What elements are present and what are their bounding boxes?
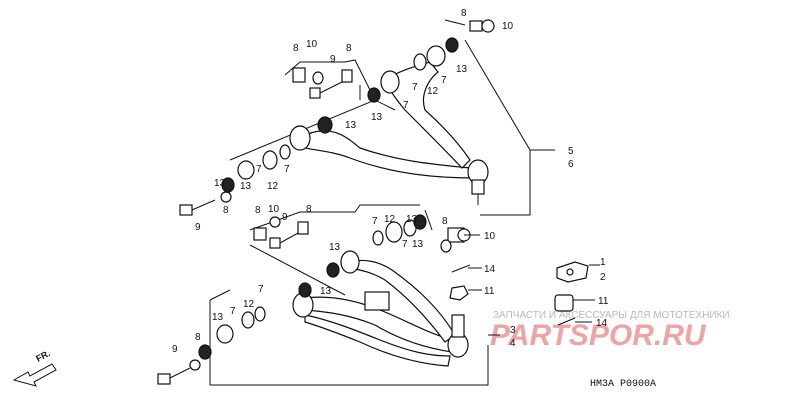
callout-13: 13 xyxy=(412,239,424,250)
callout-7: 7 xyxy=(441,75,447,86)
upper-a-arm xyxy=(289,61,489,205)
callout-7: 7 xyxy=(258,284,264,295)
callout-11: 11 xyxy=(598,296,609,307)
leader-lines xyxy=(464,234,600,336)
callout-7: 7 xyxy=(230,306,236,317)
callout-9: 9 xyxy=(195,222,201,233)
callout-8: 8 xyxy=(293,43,299,54)
callout-5: 5 xyxy=(568,146,574,157)
callout-3: 3 xyxy=(510,325,516,336)
callout-13: 13 xyxy=(406,214,418,225)
callout-13: 13 xyxy=(345,120,357,131)
callout-13: 13 xyxy=(329,242,341,253)
callout-8: 8 xyxy=(223,205,229,216)
callout-8: 8 xyxy=(461,8,467,19)
callout-9: 9 xyxy=(330,54,336,65)
callout-2: 2 xyxy=(600,272,606,283)
callout-9: 9 xyxy=(282,212,288,223)
callout-7: 7 xyxy=(403,100,409,111)
callout-10: 10 xyxy=(484,231,496,242)
callout-13: 13 xyxy=(240,181,252,192)
lower-bolt-set xyxy=(157,216,309,385)
callout-7: 7 xyxy=(372,216,378,227)
front-direction-arrow: FR. xyxy=(12,348,57,387)
callout-13: 13 xyxy=(214,178,226,189)
upper-arm-frame xyxy=(229,19,555,216)
callout-10: 10 xyxy=(502,21,514,32)
callout-11: 11 xyxy=(484,286,495,297)
callout-10: 10 xyxy=(306,39,318,50)
callout-12: 12 xyxy=(267,181,279,192)
callout-8: 8 xyxy=(346,43,352,54)
callout-7: 7 xyxy=(284,164,290,175)
callout-13: 13 xyxy=(212,312,224,323)
lower-a-arm xyxy=(292,250,469,367)
watermark-caption: ЗАПЧАСТИ И АКСЕССУАРЫ ДЛЯ МОТОТЕХНИКИ xyxy=(493,310,730,321)
callout-12: 12 xyxy=(384,214,396,225)
callout-10: 10 xyxy=(268,204,280,215)
watermark-logo: PARTSPOR.RU xyxy=(490,319,707,352)
callout-7: 7 xyxy=(402,239,408,250)
upper-bushings xyxy=(221,19,495,193)
callout-12: 12 xyxy=(243,299,255,310)
callout-12: 12 xyxy=(427,86,439,97)
cotter-pins-nuts xyxy=(449,264,576,326)
callout-8: 8 xyxy=(306,204,312,215)
callout-14: 14 xyxy=(484,264,496,275)
callout-13: 13 xyxy=(371,112,383,123)
callout-8: 8 xyxy=(255,205,261,216)
callout-9: 9 xyxy=(172,344,178,355)
lower-bushings xyxy=(198,214,471,360)
callout-8: 8 xyxy=(442,216,448,227)
callout-1: 1 xyxy=(600,257,606,268)
callout-7: 7 xyxy=(412,82,418,93)
callout-13: 13 xyxy=(456,64,468,75)
callout-6: 6 xyxy=(568,159,574,170)
callout-4: 4 xyxy=(510,338,516,349)
callout-8: 8 xyxy=(195,332,201,343)
callout-7: 7 xyxy=(256,164,262,175)
right-side-parts xyxy=(554,261,589,312)
callout-14: 14 xyxy=(596,318,608,329)
upper-bolt-set xyxy=(179,67,353,216)
diagram-code: HM3A P0900A xyxy=(590,379,656,390)
callout-13: 13 xyxy=(320,286,332,297)
lower-arm-frame xyxy=(209,204,489,386)
front-direction-label: FR. xyxy=(34,348,51,364)
